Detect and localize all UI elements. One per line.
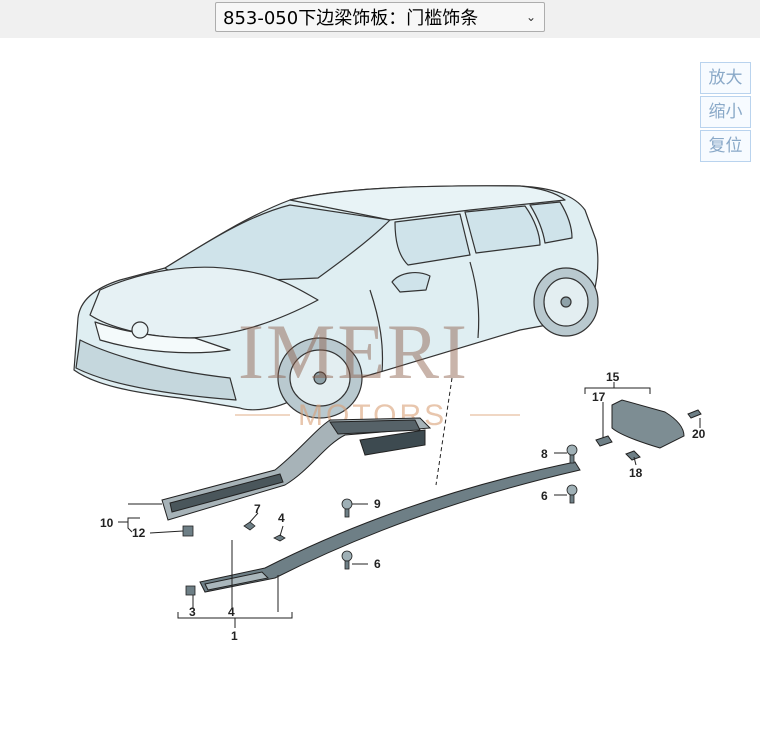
zoom-controls: 放大 缩小 复位 (700, 62, 751, 164)
callout-3: 3 (189, 605, 196, 619)
callout-1: 1 (231, 629, 238, 643)
reset-zoom-button[interactable]: 复位 (700, 130, 751, 162)
fasteners (182, 444, 578, 596)
car-illustration (73, 185, 599, 419)
leader-lines (118, 377, 701, 628)
diagram-select-value: 853-050下边梁饰板：门槛饰条 (223, 8, 479, 29)
screw-6b (566, 484, 578, 496)
callout-4-bottom: 4 (228, 605, 235, 619)
callout-17: 17 (592, 390, 606, 404)
clip-3 (185, 585, 196, 596)
screw-8 (566, 444, 578, 456)
zoom-out-button[interactable]: 缩小 (700, 96, 751, 128)
clip-4 (273, 534, 286, 542)
callout-20: 20 (692, 427, 706, 441)
clip-12 (182, 525, 194, 537)
callout-12: 12 (132, 526, 146, 540)
part-1-sill-trim[interactable] (199, 461, 581, 593)
screw-9 (341, 498, 353, 510)
top-bar: 853-050下边梁饰板：门槛饰条 ⌄ (0, 0, 760, 38)
watermark-brand: IMERI (238, 308, 469, 395)
callout-9: 9 (374, 497, 381, 511)
part-10-trim[interactable] (161, 417, 432, 521)
callout-18: 18 (629, 466, 643, 480)
clip-17 (595, 435, 613, 447)
zoom-in-button[interactable]: 放大 (700, 62, 751, 94)
screw-20 (687, 409, 702, 419)
callout-15: 15 (606, 370, 620, 384)
callout-4-top: 4 (278, 511, 285, 525)
callout-8: 8 (541, 447, 548, 461)
part-15-bracket[interactable] (595, 399, 702, 461)
callout-10: 10 (100, 516, 114, 530)
clip-7 (243, 521, 256, 531)
diagram-select[interactable]: 853-050下边梁饰板：门槛饰条 ⌄ (215, 2, 545, 32)
callout-7: 7 (254, 502, 261, 516)
callout-6-left: 6 (374, 557, 381, 571)
parts-diagram[interactable]: IMERI MOTORS (0, 38, 760, 745)
clip-18 (625, 450, 641, 461)
callout-labels: 1 3 4 4 6 6 7 8 9 10 12 15 17 18 20 (100, 370, 706, 643)
screw-6a (341, 550, 353, 562)
chevron-down-icon: ⌄ (525, 10, 537, 24)
callout-6-right: 6 (541, 489, 548, 503)
